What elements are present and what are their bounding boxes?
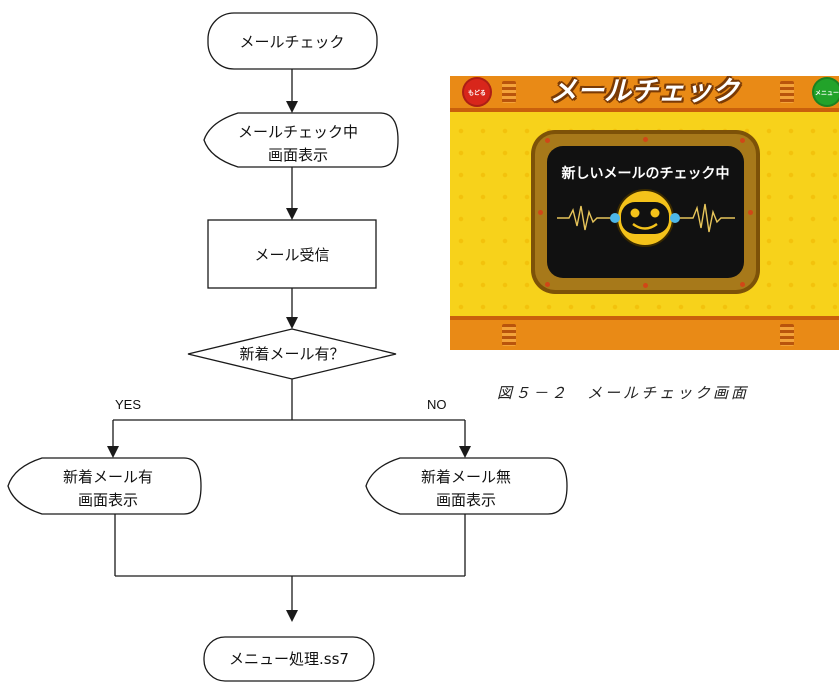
arrowhead bbox=[286, 317, 298, 329]
rivet bbox=[545, 138, 550, 143]
rivet bbox=[643, 137, 648, 142]
figure-caption: 図５－２ メールチェック画面 bbox=[497, 384, 750, 402]
bottom-stripe bbox=[450, 316, 839, 320]
display-no-mail-line1: 新着メール無 bbox=[421, 468, 511, 486]
arrowhead bbox=[286, 610, 298, 622]
speaker-grille bbox=[502, 324, 516, 346]
display-new-mail-node bbox=[7, 457, 202, 515]
arrowhead bbox=[286, 101, 298, 113]
rivet bbox=[740, 138, 745, 143]
arrowhead bbox=[286, 208, 298, 220]
arrowhead bbox=[459, 446, 471, 458]
monitor-frame: 新しいメールのチェック中 bbox=[535, 134, 756, 290]
mascot-illustration bbox=[557, 189, 735, 247]
mascot-smile bbox=[632, 223, 658, 230]
mascot-ear-right bbox=[670, 213, 680, 223]
monitor-screen: 新しいメールのチェック中 bbox=[547, 146, 744, 278]
display-checking-line1: メールチェック中 bbox=[238, 123, 358, 141]
rivet bbox=[545, 282, 550, 287]
no-label: NO bbox=[427, 397, 447, 412]
speaker-grille bbox=[780, 81, 794, 103]
mail-check-screenshot: もどる メニュー メールチェック 新しいメールのチェック中 bbox=[450, 76, 839, 350]
sound-wave-right-icon bbox=[676, 203, 735, 233]
start-node-label: メールチェック bbox=[239, 33, 344, 51]
mascot-eye-left bbox=[630, 208, 640, 218]
receive-node bbox=[207, 219, 377, 289]
display-checking-line2: 画面表示 bbox=[268, 146, 328, 164]
checking-status-text: 新しいメールのチェック中 bbox=[561, 166, 730, 182]
display-new-mail-line1: 新着メール有 bbox=[63, 468, 153, 486]
speaker-grille bbox=[780, 324, 794, 346]
screen-title: メールチェック bbox=[550, 76, 739, 107]
mascot-ear-left bbox=[610, 213, 620, 223]
display-new-mail-line2: 画面表示 bbox=[78, 491, 138, 509]
top-stripe bbox=[450, 108, 839, 112]
display-no-mail-line2: 画面表示 bbox=[436, 491, 496, 509]
rivet bbox=[740, 282, 745, 287]
display-no-mail-node bbox=[365, 457, 568, 515]
display-checking-node bbox=[203, 112, 399, 168]
mascot-eye-right bbox=[650, 208, 660, 218]
end-node-label: メニュー処理.ss7 bbox=[229, 650, 349, 668]
decision-node-label: 新着メール有？ bbox=[239, 345, 344, 363]
back-button[interactable]: もどる bbox=[462, 77, 492, 107]
end-node bbox=[203, 636, 375, 682]
rivet bbox=[643, 283, 648, 288]
receive-node-label: メール受信 bbox=[254, 246, 329, 264]
yes-label: YES bbox=[115, 397, 141, 412]
arrowhead bbox=[107, 446, 119, 458]
menu-button[interactable]: メニュー bbox=[812, 77, 839, 107]
speaker-grille bbox=[502, 81, 516, 103]
rivet bbox=[748, 210, 753, 215]
rivet bbox=[538, 210, 543, 215]
sound-wave-left-icon bbox=[557, 205, 615, 231]
